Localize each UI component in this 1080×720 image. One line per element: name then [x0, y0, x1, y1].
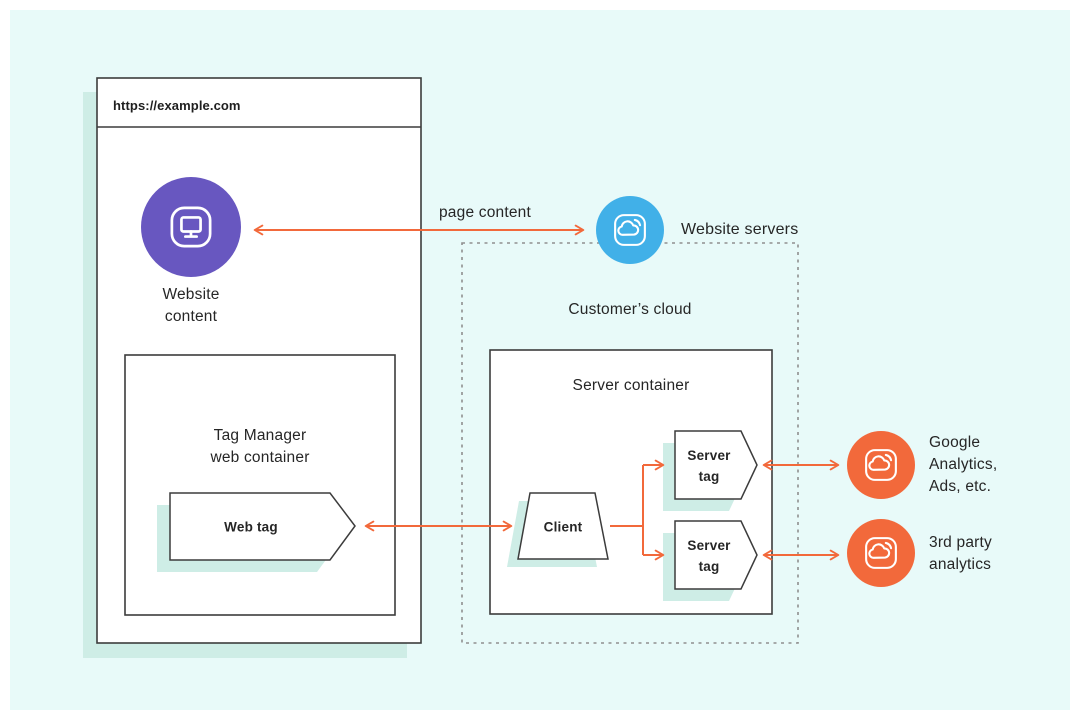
server-tag-1-line1: Server [687, 448, 731, 463]
server-tag-1-label: Server tag [687, 445, 730, 487]
cloud-server-icon [865, 449, 897, 481]
server-tag-2-label: Server tag [687, 535, 730, 577]
third-party-line1: 3rd party [929, 534, 992, 551]
third-party-circle [847, 519, 915, 587]
server-tag-2-line2: tag [698, 559, 720, 574]
cloud-server-icon [865, 537, 897, 569]
web-container-title-line2: web container [210, 449, 310, 466]
monitor-icon [170, 206, 212, 248]
server-tag-1-line2: tag [698, 469, 720, 484]
browser-url: https://example.com [113, 98, 241, 113]
web-container-title: Tag Manager web container [210, 425, 309, 469]
google-analytics-circle [847, 431, 915, 499]
website-servers-circle [596, 196, 664, 264]
server-container-title: Server container [572, 377, 690, 394]
website-content-line2: content [164, 308, 218, 325]
google-analytics-label: Google Analytics, Ads, etc. [929, 432, 997, 498]
website-content-label: Website content [162, 284, 219, 328]
google-analytics-line1: Google [929, 434, 981, 451]
web-tag-label: Web tag [224, 519, 278, 535]
web-container-title-line1: Tag Manager [213, 427, 307, 444]
server-tag-1-shape [674, 430, 758, 500]
web-tag-shape [169, 492, 356, 561]
google-analytics-line3: Ads, etc. [929, 478, 992, 495]
server-tag-2-line1: Server [687, 538, 731, 553]
connector-client-branch [610, 465, 644, 555]
website-servers-label: Website servers [681, 221, 799, 238]
cloud-server-icon [614, 214, 646, 246]
client-shape [517, 492, 609, 560]
third-party-label: 3rd party analytics [929, 532, 992, 576]
server-tag-2-shape [674, 520, 758, 590]
website-content-circle [141, 177, 241, 277]
page-content-label: page content [438, 204, 532, 221]
customers-cloud-label: Customer’s cloud [568, 301, 692, 318]
google-analytics-line2: Analytics, [929, 456, 998, 473]
website-content-line1: Website [162, 286, 220, 303]
third-party-line2: analytics [929, 556, 992, 573]
client-label: Client [543, 519, 583, 535]
web-container-box [124, 354, 396, 616]
